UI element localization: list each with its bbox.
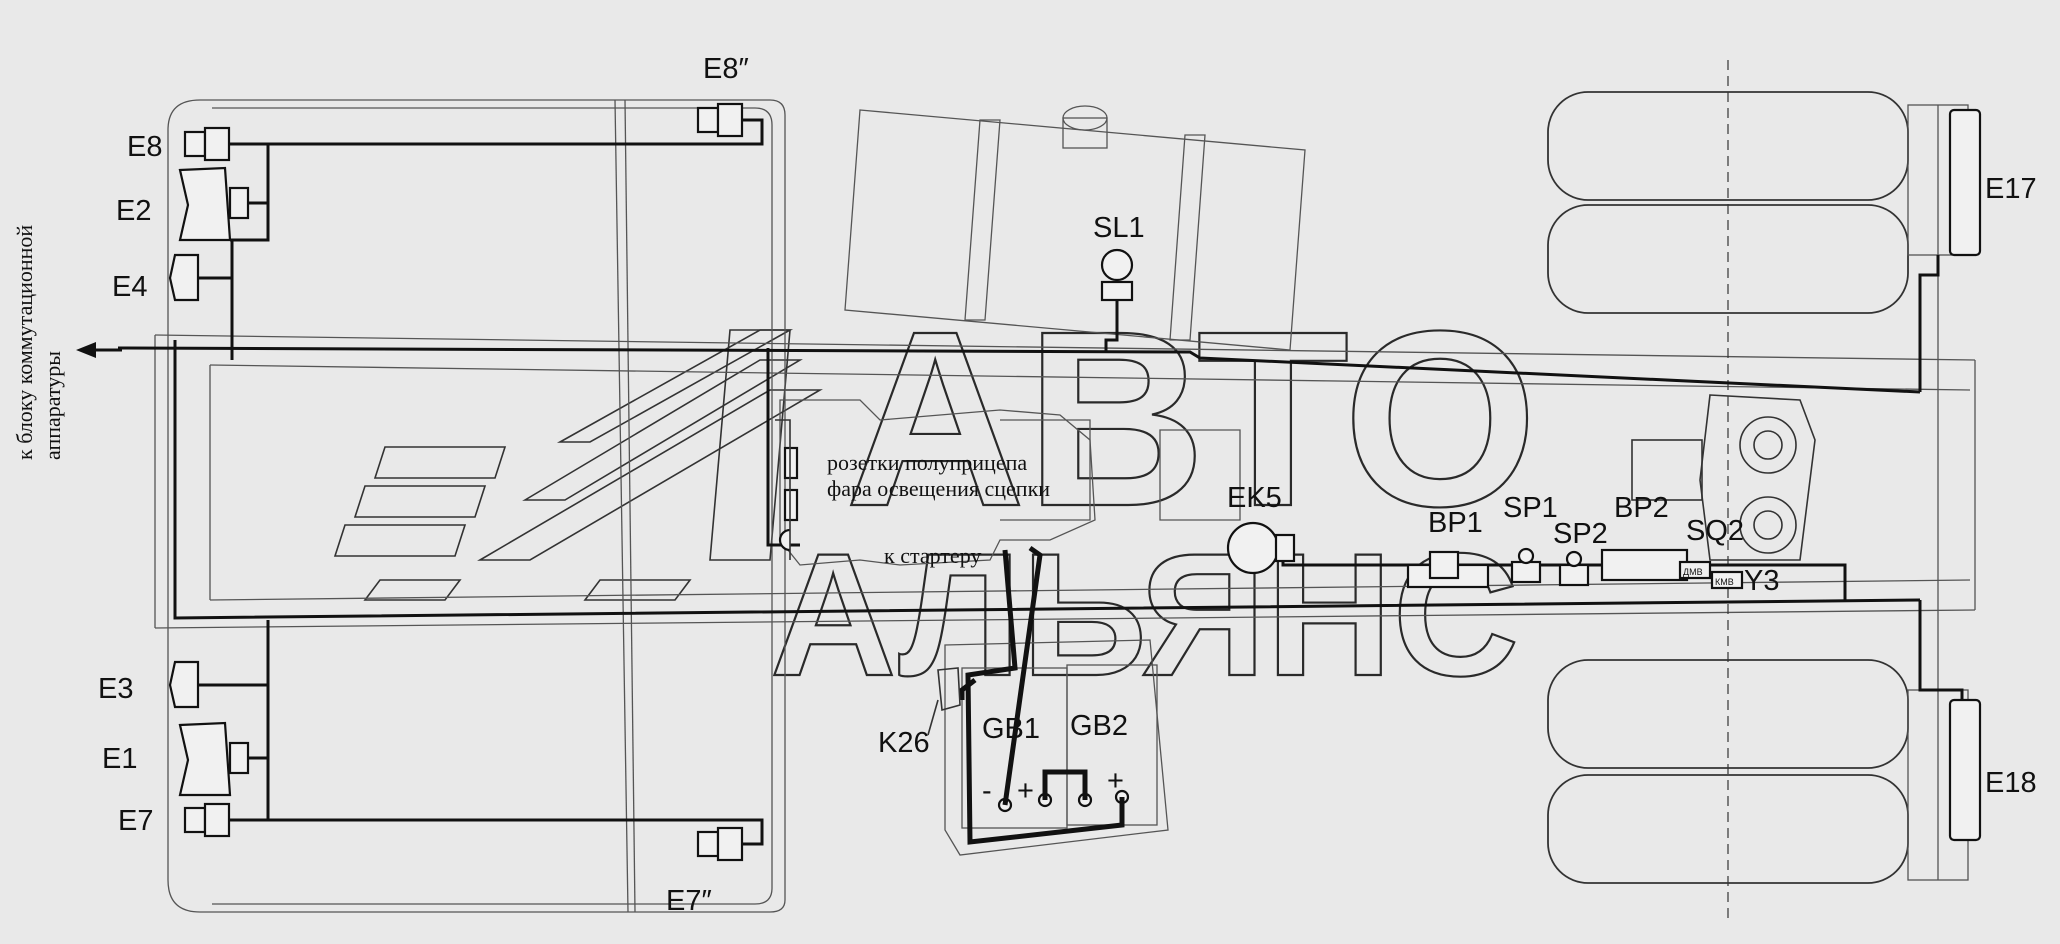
- hitch-lamp: [778, 528, 791, 552]
- label-sp2: SP2: [1553, 518, 1608, 550]
- kmv-label: КМВ: [1715, 577, 1734, 587]
- terminal-plus: +: [1107, 765, 1124, 797]
- battery-box: [927, 545, 1169, 856]
- sensor-sp1: [1510, 560, 1542, 584]
- lamp-e3: [168, 660, 200, 709]
- lamp-e18: [1948, 698, 1982, 842]
- labels: E8 E2 E4 E3 E1 E7 E8″ E7″ E17 E18 SL1 EK…: [12, 53, 2037, 917]
- label-e8pp: E8″: [703, 53, 749, 85]
- trailer-socket: [783, 446, 799, 480]
- label-e18: E18: [1985, 767, 2037, 799]
- rear-wheels: [1547, 60, 1969, 920]
- heater-ek5: [1226, 521, 1280, 575]
- frame: [154, 334, 1976, 629]
- label-k26: K26: [878, 727, 930, 759]
- sensor-sl1: [1100, 248, 1134, 282]
- sensor-sp2: [1558, 563, 1590, 587]
- cab-outline: [167, 99, 786, 913]
- label-sq2: SQ2: [1686, 515, 1744, 547]
- label-e8: E8: [127, 131, 162, 163]
- label-e17: E17: [1985, 173, 2037, 205]
- sensor-bp2: [1600, 548, 1689, 582]
- lamp-e17: [1948, 108, 1982, 257]
- switch-sq2: [1678, 560, 1712, 580]
- label-gb1: GB1: [982, 713, 1040, 745]
- lamp-e8: [183, 126, 231, 162]
- label-e7pp: E7″: [666, 885, 712, 917]
- label-y3: Y3: [1744, 565, 1779, 597]
- label-sp1: SP1: [1503, 492, 1558, 524]
- lamp-e4: [168, 253, 200, 302]
- label-e1: E1: [102, 743, 137, 775]
- terminal-plus: +: [1017, 775, 1034, 807]
- lamp-e7pp: [696, 826, 744, 862]
- label-e4: E4: [112, 271, 147, 303]
- terminal-minus: -: [982, 775, 992, 807]
- label-e3: E3: [98, 673, 133, 705]
- lamp-e2: [178, 166, 250, 242]
- trailer-socket: [783, 488, 799, 522]
- label-e2: E2: [116, 195, 151, 227]
- note-to-switch-block-line1: к блоку коммутационной: [12, 225, 37, 460]
- engine-outline: [779, 399, 1241, 566]
- lamp-e7: [183, 802, 231, 838]
- wiring: ДМВ КМВ: [76, 118, 1964, 846]
- label-ek5: EK5: [1227, 482, 1282, 514]
- label-sl1: SL1: [1093, 212, 1145, 244]
- fuel-tank: [844, 105, 1306, 351]
- label-bp2: BP2: [1614, 492, 1669, 524]
- valve-y3: [1710, 570, 1744, 590]
- lamp-e1: [178, 721, 250, 797]
- label-bp1: BP1: [1428, 507, 1483, 539]
- note-hitch-light: фара освещения сцепки: [827, 476, 1050, 501]
- note-to-starter: к стартеру: [884, 543, 981, 568]
- dmv-label: ДМВ: [1683, 567, 1703, 577]
- lamp-e8pp: [696, 102, 744, 138]
- relay-k26: [937, 667, 961, 712]
- note-to-switch-block-line2: аппаратуры: [40, 351, 65, 460]
- note-semitrailer-sockets: розетки полуприцепа: [827, 450, 1027, 475]
- label-gb2: GB2: [1070, 710, 1128, 742]
- arrow-left-icon: [76, 342, 96, 358]
- front-lamps: [168, 102, 744, 862]
- label-e7: E7: [118, 805, 153, 837]
- watermark-logo: [333, 329, 823, 601]
- rear-lamps: [1948, 108, 1982, 842]
- rear-axle: [1631, 394, 1816, 561]
